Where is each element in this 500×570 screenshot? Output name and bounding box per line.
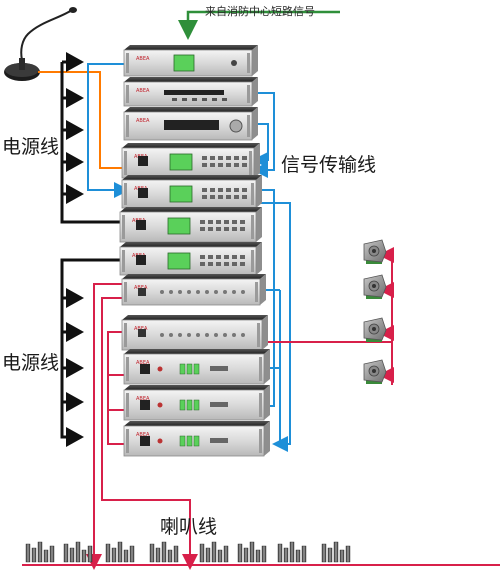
- column-speaker-icon: [321, 541, 351, 563]
- brand-logo: ABEA: [136, 432, 150, 438]
- power-switch: [140, 400, 150, 410]
- power-arrow-icon: [66, 288, 84, 447]
- power-switch: [136, 220, 146, 230]
- brand-logo: ABEA: [136, 396, 150, 402]
- column-speaker-icon: [149, 541, 179, 563]
- rack-unit-1: ABEA: [123, 45, 258, 77]
- power-switch: [138, 188, 148, 198]
- power-switch: [138, 288, 146, 296]
- brand-logo: ABEA: [136, 360, 150, 366]
- rack-unit-6: ABEA: [119, 207, 262, 243]
- speaker-line-label: 喇叭线: [160, 516, 218, 538]
- rack-unit-2: ABEA: [123, 77, 258, 107]
- brand-logo: ABEA: [136, 88, 150, 94]
- speaker-lines: [22, 247, 500, 570]
- lcd-display: [173, 54, 195, 72]
- tuning-knob: [229, 119, 243, 133]
- horn-speakers: [363, 239, 387, 384]
- horn-speaker-icon: [363, 317, 387, 342]
- rack-unit-3: ABEA: [123, 107, 258, 141]
- rack-unit-8: ABEA: [121, 274, 266, 306]
- equipment-rack: ABEAABEAABEAABEAABEAABEAABEAABEAABEAABEA…: [119, 45, 270, 457]
- lcd-display: [169, 185, 193, 203]
- column-speaker-icon: [237, 541, 267, 563]
- lcd-display: [169, 153, 193, 171]
- rack-unit-9: ABEA: [121, 315, 268, 351]
- horn-speaker-icon: [363, 239, 387, 264]
- brand-logo: ABEA: [136, 118, 150, 124]
- fire-signal-label: 来自消防中心短路信号: [205, 5, 315, 18]
- power-switch: [138, 329, 146, 337]
- rack-unit-12: ABEA: [123, 421, 270, 457]
- microphone-icon: [4, 7, 77, 81]
- power-switch: [136, 255, 146, 265]
- rack-unit-11: ABEA: [123, 385, 270, 421]
- column-speaker-icon: [277, 541, 307, 563]
- horn-speaker-icon: [363, 274, 387, 299]
- tuner-display: [164, 120, 219, 130]
- rack-unit-5: ABEA: [121, 175, 262, 209]
- fire-signal-line: [178, 10, 340, 40]
- signal-line-label: 信号传输线: [281, 154, 377, 176]
- power-switch: [140, 364, 150, 374]
- power-line-label-top: 电源线: [2, 136, 60, 158]
- column-speakers: [25, 541, 351, 563]
- disc-slot: [164, 90, 224, 95]
- brand-logo: ABEA: [136, 56, 150, 62]
- lcd-display: [167, 217, 191, 235]
- column-speaker-icon: [63, 541, 93, 563]
- mic-line: [38, 71, 143, 176]
- column-speaker-icon: [105, 541, 135, 563]
- power-arrow-icon: [66, 52, 84, 204]
- column-speaker-icon: [199, 541, 229, 563]
- horn-speaker-icon: [363, 359, 387, 384]
- rack-unit-4: ABEA: [121, 143, 260, 179]
- lcd-display: [167, 252, 191, 270]
- power-line-label-bottom: 电源线: [2, 352, 60, 374]
- rack-unit-10: ABEA: [123, 349, 270, 385]
- column-speaker-icon: [25, 541, 55, 563]
- power-switch: [138, 156, 148, 166]
- power-switch: [140, 436, 150, 446]
- rack-unit-7: ABEA: [119, 242, 262, 276]
